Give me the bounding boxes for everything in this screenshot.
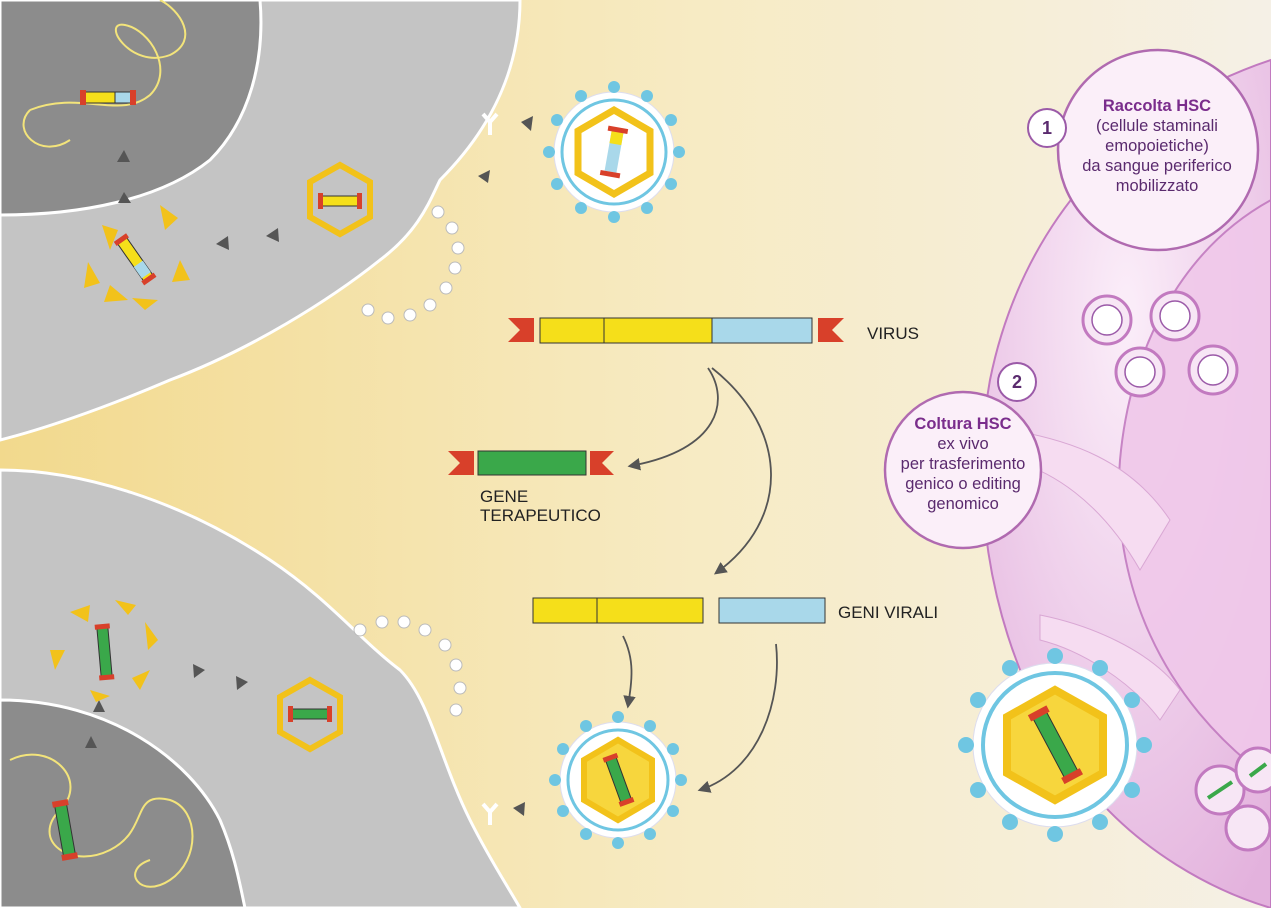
step-2-title: Coltura HSC bbox=[888, 414, 1038, 434]
step-2-text: Coltura HSC ex vivo per trasferimento ge… bbox=[888, 414, 1038, 514]
step-1-title: Raccolta HSC bbox=[1062, 96, 1252, 116]
step-1-line: emopoietiche) bbox=[1062, 136, 1252, 156]
gene-label-line1: GENE bbox=[480, 487, 528, 506]
viral-genes-bar bbox=[533, 598, 825, 623]
step-1-line: mobilizzato bbox=[1062, 176, 1252, 196]
step-2-line: per trasferimento bbox=[888, 454, 1038, 474]
virus-genome-bar bbox=[508, 318, 844, 343]
step-1-line: da sangue periferico bbox=[1062, 156, 1252, 176]
step-1-line: (cellule staminali bbox=[1062, 116, 1252, 136]
step-2-number: 2 bbox=[997, 362, 1037, 402]
gene-label-line2: TERAPEUTICO bbox=[480, 506, 601, 525]
viral-genes-label: GENI VIRALI bbox=[838, 603, 938, 622]
virus-label: VIRUS bbox=[867, 324, 919, 343]
step-2-line: genomico bbox=[888, 494, 1038, 514]
upper-integrated-gene bbox=[80, 90, 136, 105]
step-2-line: genico o editing bbox=[888, 474, 1038, 494]
step-1-text: Raccolta HSC (cellule staminali emopoiet… bbox=[1062, 96, 1252, 196]
step-1-number: 1 bbox=[1027, 108, 1067, 148]
step-2-line: ex vivo bbox=[888, 434, 1038, 454]
